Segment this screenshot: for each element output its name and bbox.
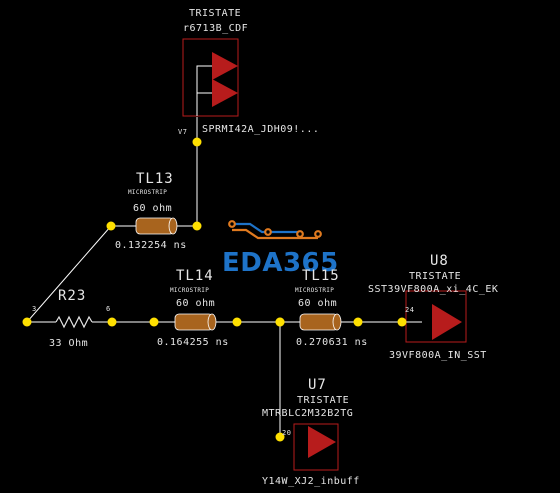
u8-symbol[interactable] xyxy=(405,290,467,343)
u6-net-label: SPRMI42A_JDH09!... xyxy=(202,124,320,135)
u6-symbol[interactable] xyxy=(182,38,239,117)
tl14-symbol[interactable] xyxy=(174,313,217,331)
tl13-symbol[interactable] xyxy=(135,217,178,235)
u6-inner-trace xyxy=(196,65,212,116)
tl14-type-label: MICROSTRIP xyxy=(170,287,210,294)
u8-outline xyxy=(405,290,467,343)
node-tl13-left[interactable] xyxy=(106,221,116,231)
tl13-delay-label: 0.132254 ns xyxy=(115,240,187,251)
tl13-ref-label: TL13 xyxy=(136,171,174,187)
node-3-label: 3 xyxy=(32,305,37,313)
u7-symbol[interactable] xyxy=(293,423,339,471)
node-tl14-left[interactable] xyxy=(149,317,159,327)
tl14-delay-label: 0.164255 ns xyxy=(157,337,229,348)
tl15-delay-label: 0.270631 ns xyxy=(296,337,368,348)
u7-outline xyxy=(293,423,339,471)
tl15-impedance-label: 60 ohm xyxy=(298,298,338,309)
u8-triangle xyxy=(432,304,462,340)
logo-traces xyxy=(228,220,322,240)
u7-net-label: Y14W_XJ2_inbuff xyxy=(262,476,360,487)
node-24-label: 24 xyxy=(405,306,415,314)
node-v7[interactable] xyxy=(192,137,202,147)
u6-triangle-lower xyxy=(212,79,238,107)
node-r23-right[interactable] xyxy=(107,317,117,327)
u7-triangle xyxy=(308,426,336,458)
u8-part-label: SST39VF800A_xi_4C_EK xyxy=(368,284,499,295)
node-tl15-left[interactable] xyxy=(275,317,285,327)
node-u8-in[interactable] xyxy=(397,317,407,327)
u6-type-label: TRISTATE xyxy=(189,8,242,19)
node-6-label: 6 xyxy=(106,305,111,313)
tl15-type-label: MICROSTRIP xyxy=(295,287,335,294)
node-tl13-right[interactable] xyxy=(192,221,202,231)
u7-ref-label: U7 xyxy=(308,377,327,393)
u6-triangle-upper xyxy=(212,52,238,80)
eda365-watermark: EDA365 xyxy=(222,248,339,278)
r23-ref-label: R23 xyxy=(58,288,87,304)
node-tl15-right[interactable] xyxy=(353,317,363,327)
u8-ref-label: U8 xyxy=(430,253,449,269)
wire-diagonal xyxy=(26,225,112,323)
node-20-label: 20 xyxy=(282,429,292,437)
u8-net-label: 39VF800A_IN_SST xyxy=(389,350,487,361)
tl13-impedance-label: 60 ohm xyxy=(133,203,173,214)
u8-type-label: TRISTATE xyxy=(409,271,462,282)
tl15-ref-label: TL15 xyxy=(302,268,340,284)
tl14-ref-label: TL14 xyxy=(176,268,214,284)
u6-part-label: r6713B_CDF xyxy=(183,23,249,34)
u7-part-label: MTRBLC2M32B2TG xyxy=(262,408,354,419)
u7-type-label: TRISTATE xyxy=(297,395,350,406)
u6-outline xyxy=(182,38,239,117)
nodes xyxy=(22,137,407,442)
tl14-impedance-label: 60 ohm xyxy=(176,298,216,309)
node-u7-in[interactable] xyxy=(275,432,285,442)
tl13-type-label: MICROSTRIP xyxy=(128,189,168,196)
r23-symbol[interactable] xyxy=(55,315,93,329)
node-v7-label: V7 xyxy=(178,128,188,136)
node-r23-left[interactable] xyxy=(22,317,32,327)
r23-value-label: 33 Ohm xyxy=(49,338,89,349)
tl15-symbol[interactable] xyxy=(299,313,342,331)
node-tl14-right[interactable] xyxy=(232,317,242,327)
